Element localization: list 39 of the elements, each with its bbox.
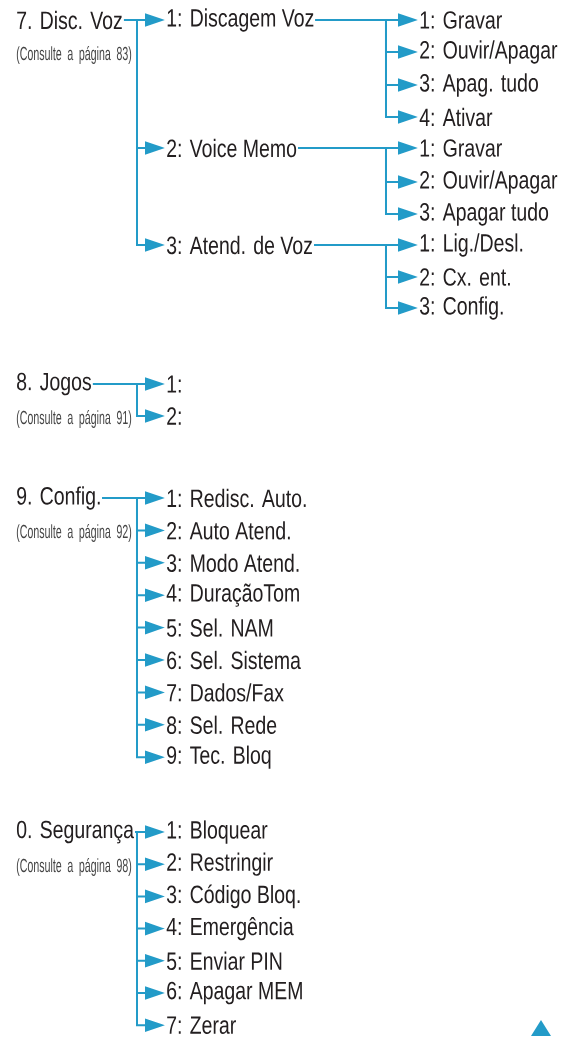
menu-item: 1: Redisc. Auto. bbox=[167, 488, 306, 508]
menu-item: 3: Modo Atend. bbox=[166, 553, 299, 572]
menu-item: 1: bbox=[167, 375, 181, 393]
menu-item: 1: Lig./Desl. bbox=[420, 233, 523, 257]
menu-item: 9. Config. bbox=[17, 486, 100, 510]
menu-item: 2: Voice Memo bbox=[167, 138, 297, 158]
menu-item: 4: Emergência bbox=[166, 916, 294, 941]
menu-item: 2: Restringir bbox=[167, 852, 273, 876]
menu-item: 2: Auto Atend. bbox=[167, 521, 290, 540]
page-reference: (Consulte a página 98) bbox=[16, 858, 132, 876]
menu-item: 2: Ouvir/Apagar bbox=[420, 40, 558, 64]
menu-item: 4: Ativar bbox=[419, 107, 493, 127]
menu-item: 2: Cx. ent. bbox=[420, 268, 510, 286]
menu-item: 5: Sel. NAM bbox=[167, 618, 273, 637]
menu-item: 1: Bloquear bbox=[167, 820, 268, 844]
menu-item: 5: Enviar PIN bbox=[167, 951, 282, 970]
menu-item: 3: Código Bloq. bbox=[166, 884, 300, 909]
menu-item: 0. Segurança bbox=[16, 820, 134, 844]
menu-item: 3: Apag. tudo bbox=[419, 73, 538, 97]
menu-item: 3: Atend. de Voz bbox=[166, 235, 312, 255]
page-reference: (Consulte a página 83) bbox=[16, 46, 132, 64]
menu-item: 8: Sel. Rede bbox=[167, 715, 277, 734]
menu-item: 2: bbox=[167, 407, 181, 425]
menu-item: 1: Gravar bbox=[420, 11, 502, 29]
menu-item: 7: Dados/Fax bbox=[167, 683, 284, 702]
menu-item: 3: Config. bbox=[419, 296, 503, 320]
menu-item: 3: Apagar tudo bbox=[419, 202, 549, 226]
menu-item: 1: Gravar bbox=[420, 139, 502, 157]
page-reference: (Consulte a página 92) bbox=[16, 524, 132, 542]
menu-item: 1: Discagem Voz bbox=[167, 8, 314, 32]
menu-item: 6: Sel. Sistema bbox=[167, 650, 301, 670]
menu-item: 4: DuraçãoTom bbox=[166, 583, 299, 607]
menu-item: 7. Disc. Voz bbox=[17, 10, 122, 30]
menu-item: 2: Ouvir/Apagar bbox=[420, 170, 558, 194]
menu-item: 7: Zerar bbox=[167, 1016, 236, 1034]
menu-item: 9: Tec. Bloq bbox=[167, 745, 271, 769]
menu-item: 8. Jogos bbox=[17, 372, 91, 396]
menu-item: 6: Apagar MEM bbox=[167, 981, 302, 1005]
page-reference: (Consulte a página 91) bbox=[16, 410, 132, 428]
